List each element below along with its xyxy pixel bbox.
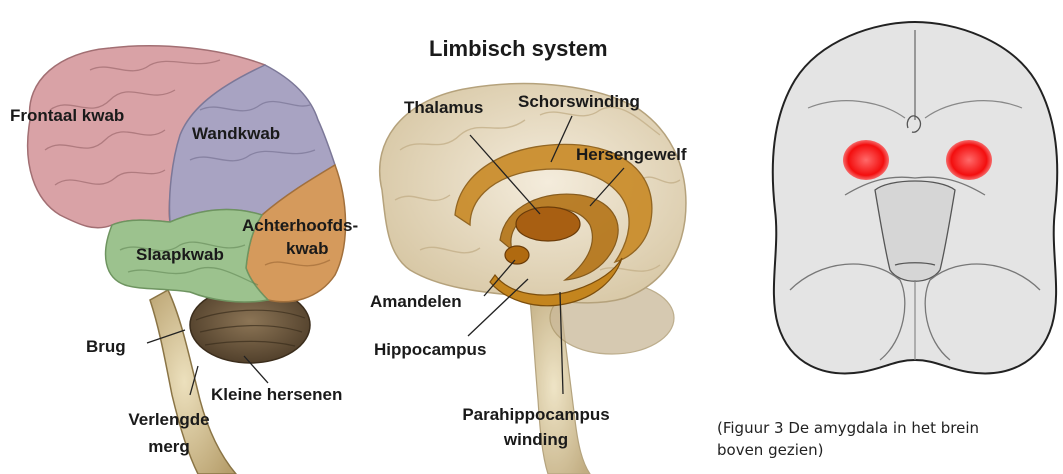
right-amygdala-highlight <box>946 140 992 180</box>
label-temporal-lobe: Slaapkwab <box>136 245 224 265</box>
label-frontal-lobe: Frontaal kwab <box>10 106 124 126</box>
label-cingulate: Schorswinding <box>518 92 640 112</box>
label-parahippocampal-line1: Parahippocampus <box>446 405 626 425</box>
label-amygdala: Amandelen <box>370 292 462 312</box>
label-fornix: Hersengewelf <box>576 145 687 165</box>
amygdala-shape <box>505 246 529 264</box>
label-occipital-lobe-line1: Achterhoofds- <box>242 216 358 236</box>
label-pons: Brug <box>86 337 126 357</box>
label-hippocampus: Hippocampus <box>374 340 486 360</box>
left-amygdala-highlight <box>843 140 889 180</box>
figure3-caption-line2: boven gezien) <box>717 440 823 461</box>
limbic-title: Limbisch system <box>429 36 608 62</box>
label-parahippocampal-line2: winding <box>446 430 626 450</box>
label-thalamus: Thalamus <box>404 98 483 118</box>
thalamus-shape <box>516 207 580 241</box>
top-view-brain-illustration <box>773 22 1057 373</box>
label-parietal-lobe: Wandkwab <box>192 124 280 144</box>
label-medulla-line2: merg <box>114 437 224 457</box>
label-occipital-lobe-line2: kwab <box>286 239 329 259</box>
label-cerebellum: Kleine hersenen <box>211 385 342 405</box>
figure3-caption-line1: (Figuur 3 De amygdala in het brein <box>717 418 979 439</box>
label-medulla-line1: Verlengde <box>114 410 224 430</box>
